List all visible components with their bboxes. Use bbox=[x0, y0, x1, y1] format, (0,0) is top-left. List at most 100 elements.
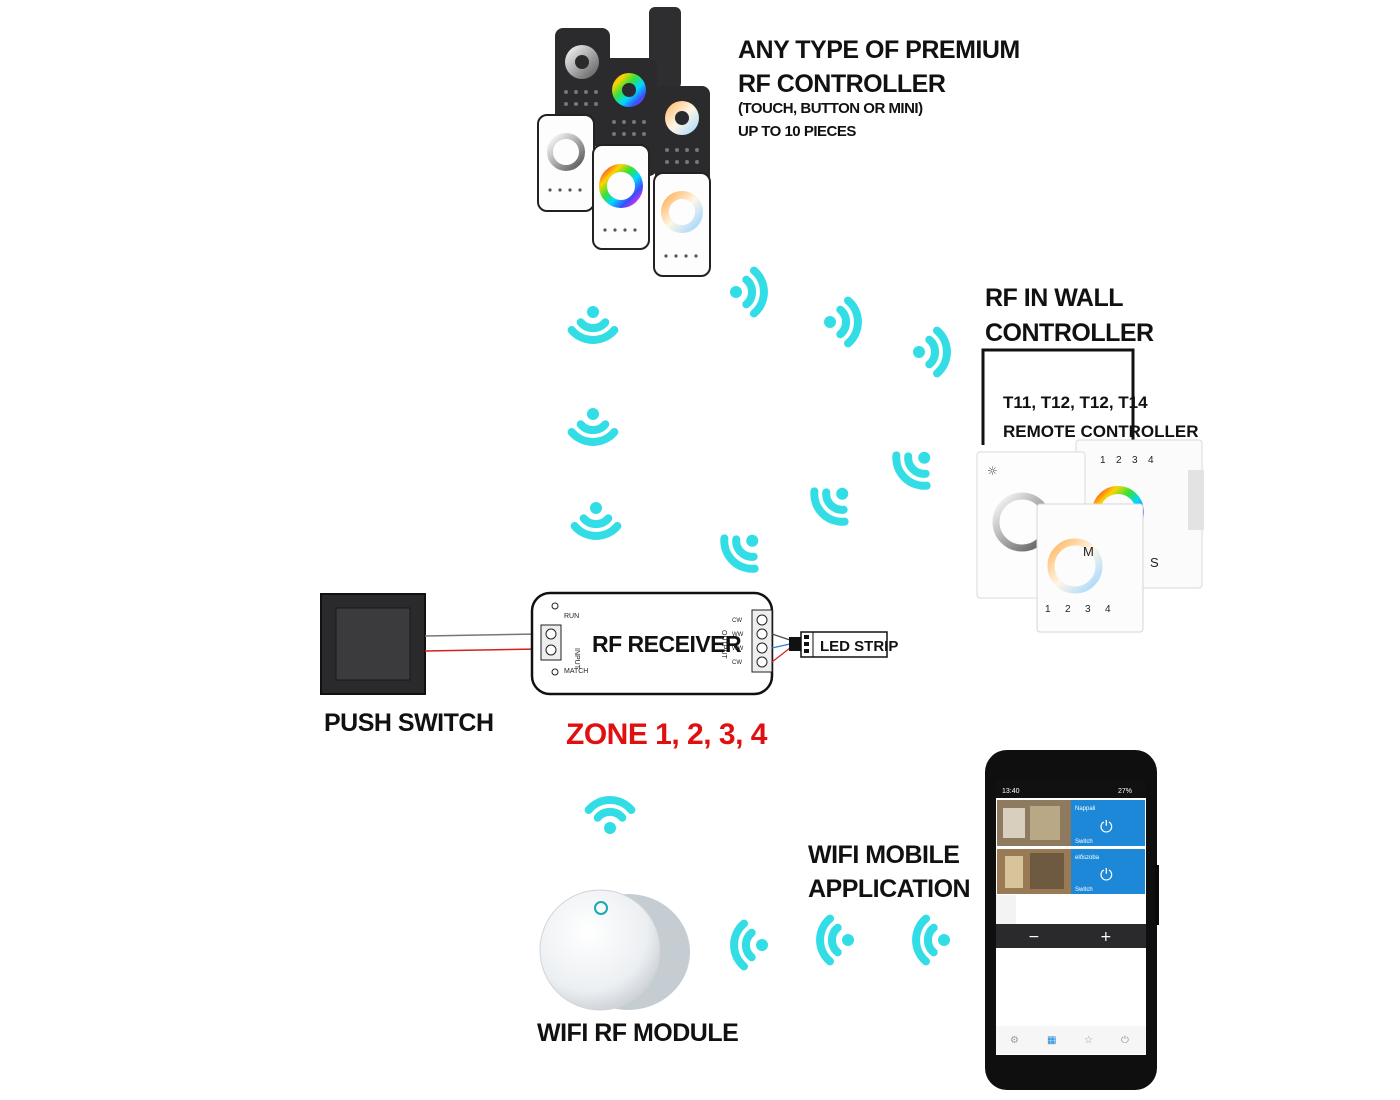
wave-arc bbox=[750, 266, 768, 318]
wave-dot bbox=[590, 502, 602, 514]
wave-dot bbox=[842, 934, 854, 946]
receiver-pin-label: WW bbox=[732, 646, 744, 652]
in-wall-title-1: RF IN WALL bbox=[985, 284, 1124, 312]
rf-waves-group bbox=[567, 266, 951, 971]
rf-controller-title-2: RF CONTROLLER bbox=[738, 70, 946, 98]
wave-arc bbox=[816, 914, 834, 966]
wave-arc bbox=[579, 514, 613, 528]
wave-dot bbox=[587, 408, 599, 420]
wave-arc bbox=[720, 534, 759, 573]
wifi-wave-icon bbox=[584, 796, 636, 834]
wifi-wave-icon bbox=[720, 534, 759, 573]
wave-arc bbox=[576, 420, 610, 434]
app-plus-button[interactable]: + bbox=[1100, 929, 1112, 945]
wave-arc bbox=[933, 326, 951, 378]
app-bottom-nav-icons: ⚙ ▦ ☆ ⏻ bbox=[1010, 1035, 1129, 1046]
module-status-led bbox=[594, 901, 608, 915]
push-switch-rocker bbox=[335, 607, 411, 681]
receiver-pin-label: CW bbox=[732, 660, 742, 666]
wifi-wave-icon bbox=[567, 306, 619, 344]
app-bottom-nav bbox=[996, 1026, 1146, 1054]
switch-wires bbox=[424, 633, 541, 652]
app-tile-switch-2 bbox=[1071, 849, 1145, 894]
remote-white-3-wheel bbox=[661, 191, 703, 233]
wave-arc bbox=[836, 305, 850, 339]
wall-panel-mode-s: S bbox=[1150, 555, 1159, 570]
receiver-pin-label: CW bbox=[732, 618, 742, 624]
wave-arc bbox=[912, 914, 930, 966]
receiver-match-label: MATCH bbox=[564, 668, 588, 675]
wave-dot bbox=[730, 286, 742, 298]
remote-white-2-wheel bbox=[599, 164, 643, 208]
wave-arc bbox=[924, 923, 938, 957]
wifi-wave-icon bbox=[567, 408, 619, 446]
app-power-icon-2[interactable]: ⏻ bbox=[1100, 865, 1113, 884]
wave-arc bbox=[904, 452, 930, 478]
wall-panel-zone-number: 2 bbox=[1065, 604, 1071, 615]
wave-dot bbox=[836, 487, 849, 500]
wifi-wave-icon bbox=[912, 914, 950, 966]
rf-controller-subtitle-1: (TOUCH, BUTTON OR MINI) bbox=[738, 100, 923, 117]
app-device-1-name: Nappali bbox=[1075, 806, 1095, 812]
nav-grid-icon[interactable]: ▦ bbox=[1047, 1035, 1056, 1046]
wall-panel-zone-number: 4 bbox=[1105, 604, 1111, 615]
wall-panel-zone-number: 2 bbox=[1116, 455, 1122, 466]
wave-arc bbox=[730, 919, 748, 971]
wave-dot bbox=[913, 346, 925, 358]
nav-favorite-icon[interactable]: ☆ bbox=[1084, 1035, 1093, 1046]
push-switch-label: PUSH SWITCH bbox=[324, 709, 494, 737]
remote-white-3 bbox=[653, 172, 711, 277]
wave-arc bbox=[822, 488, 848, 514]
app-tile-switch-1 bbox=[1071, 800, 1145, 846]
mobile-app-title-2: APPLICATION bbox=[808, 875, 971, 903]
in-wall-box bbox=[981, 348, 1135, 445]
remote-white-1-wheel bbox=[547, 133, 585, 171]
app-power-icon-1[interactable]: ⏻ bbox=[1100, 817, 1113, 836]
receiver-run-label: RUN bbox=[564, 613, 579, 620]
rf-controller-subtitle-2: UP TO 10 PIECES bbox=[738, 123, 856, 140]
phone-status-time: 13:40 bbox=[1002, 788, 1020, 795]
smartphone bbox=[985, 750, 1159, 1090]
in-wall-title-2: CONTROLLER bbox=[985, 319, 1154, 347]
rf-receiver bbox=[530, 591, 774, 696]
wave-dot bbox=[746, 534, 759, 547]
app-control-bar bbox=[996, 924, 1146, 948]
wave-arc bbox=[570, 522, 622, 540]
wave-arc bbox=[567, 428, 619, 446]
wifi-wave-icon bbox=[810, 487, 849, 526]
remote-controllers-group bbox=[537, 7, 711, 277]
output-terminal bbox=[751, 609, 773, 673]
nav-power-icon[interactable]: ⏻ bbox=[1121, 1035, 1129, 1046]
wave-arc bbox=[844, 296, 862, 348]
receiver-output-label: OUTPUT bbox=[720, 630, 727, 660]
app-device-1-type[interactable]: Switch bbox=[1075, 839, 1093, 845]
nav-settings-icon[interactable]: ⚙ bbox=[1010, 1035, 1019, 1046]
app-device-2-type[interactable]: Switch bbox=[1075, 887, 1093, 893]
wifi-module-label: WIFI RF MODULE bbox=[537, 1019, 739, 1047]
app-minus-button[interactable]: − bbox=[1028, 929, 1040, 945]
led-strip bbox=[771, 631, 888, 663]
wave-arc bbox=[567, 326, 619, 344]
wifi-wave-icon bbox=[824, 296, 862, 348]
receiver-input-label: INPUT bbox=[573, 648, 580, 670]
wave-arc bbox=[593, 808, 627, 822]
wave-dot bbox=[918, 451, 931, 464]
wave-arc bbox=[732, 535, 758, 561]
wave-arc bbox=[742, 928, 756, 962]
wall-panel-zone-number: 1 bbox=[1100, 455, 1106, 466]
wave-dot bbox=[604, 822, 616, 834]
wave-dot bbox=[824, 316, 836, 328]
rf-controller-title-1: ANY TYPE OF PREMIUM bbox=[738, 36, 1020, 64]
wave-arc bbox=[925, 335, 939, 369]
wifi-wave-icon bbox=[816, 914, 854, 966]
wall-panel-cct bbox=[1036, 503, 1144, 633]
wall-panel-zone-number: 4 bbox=[1148, 455, 1154, 466]
wifi-wave-icon bbox=[892, 451, 931, 490]
in-wall-box-text-1: T11, T12, T12, T14 bbox=[1003, 393, 1148, 412]
phone-status-battery: 27% bbox=[1118, 788, 1132, 795]
led-strip-label: LED STRIP bbox=[820, 638, 898, 655]
wave-arc bbox=[892, 451, 931, 490]
